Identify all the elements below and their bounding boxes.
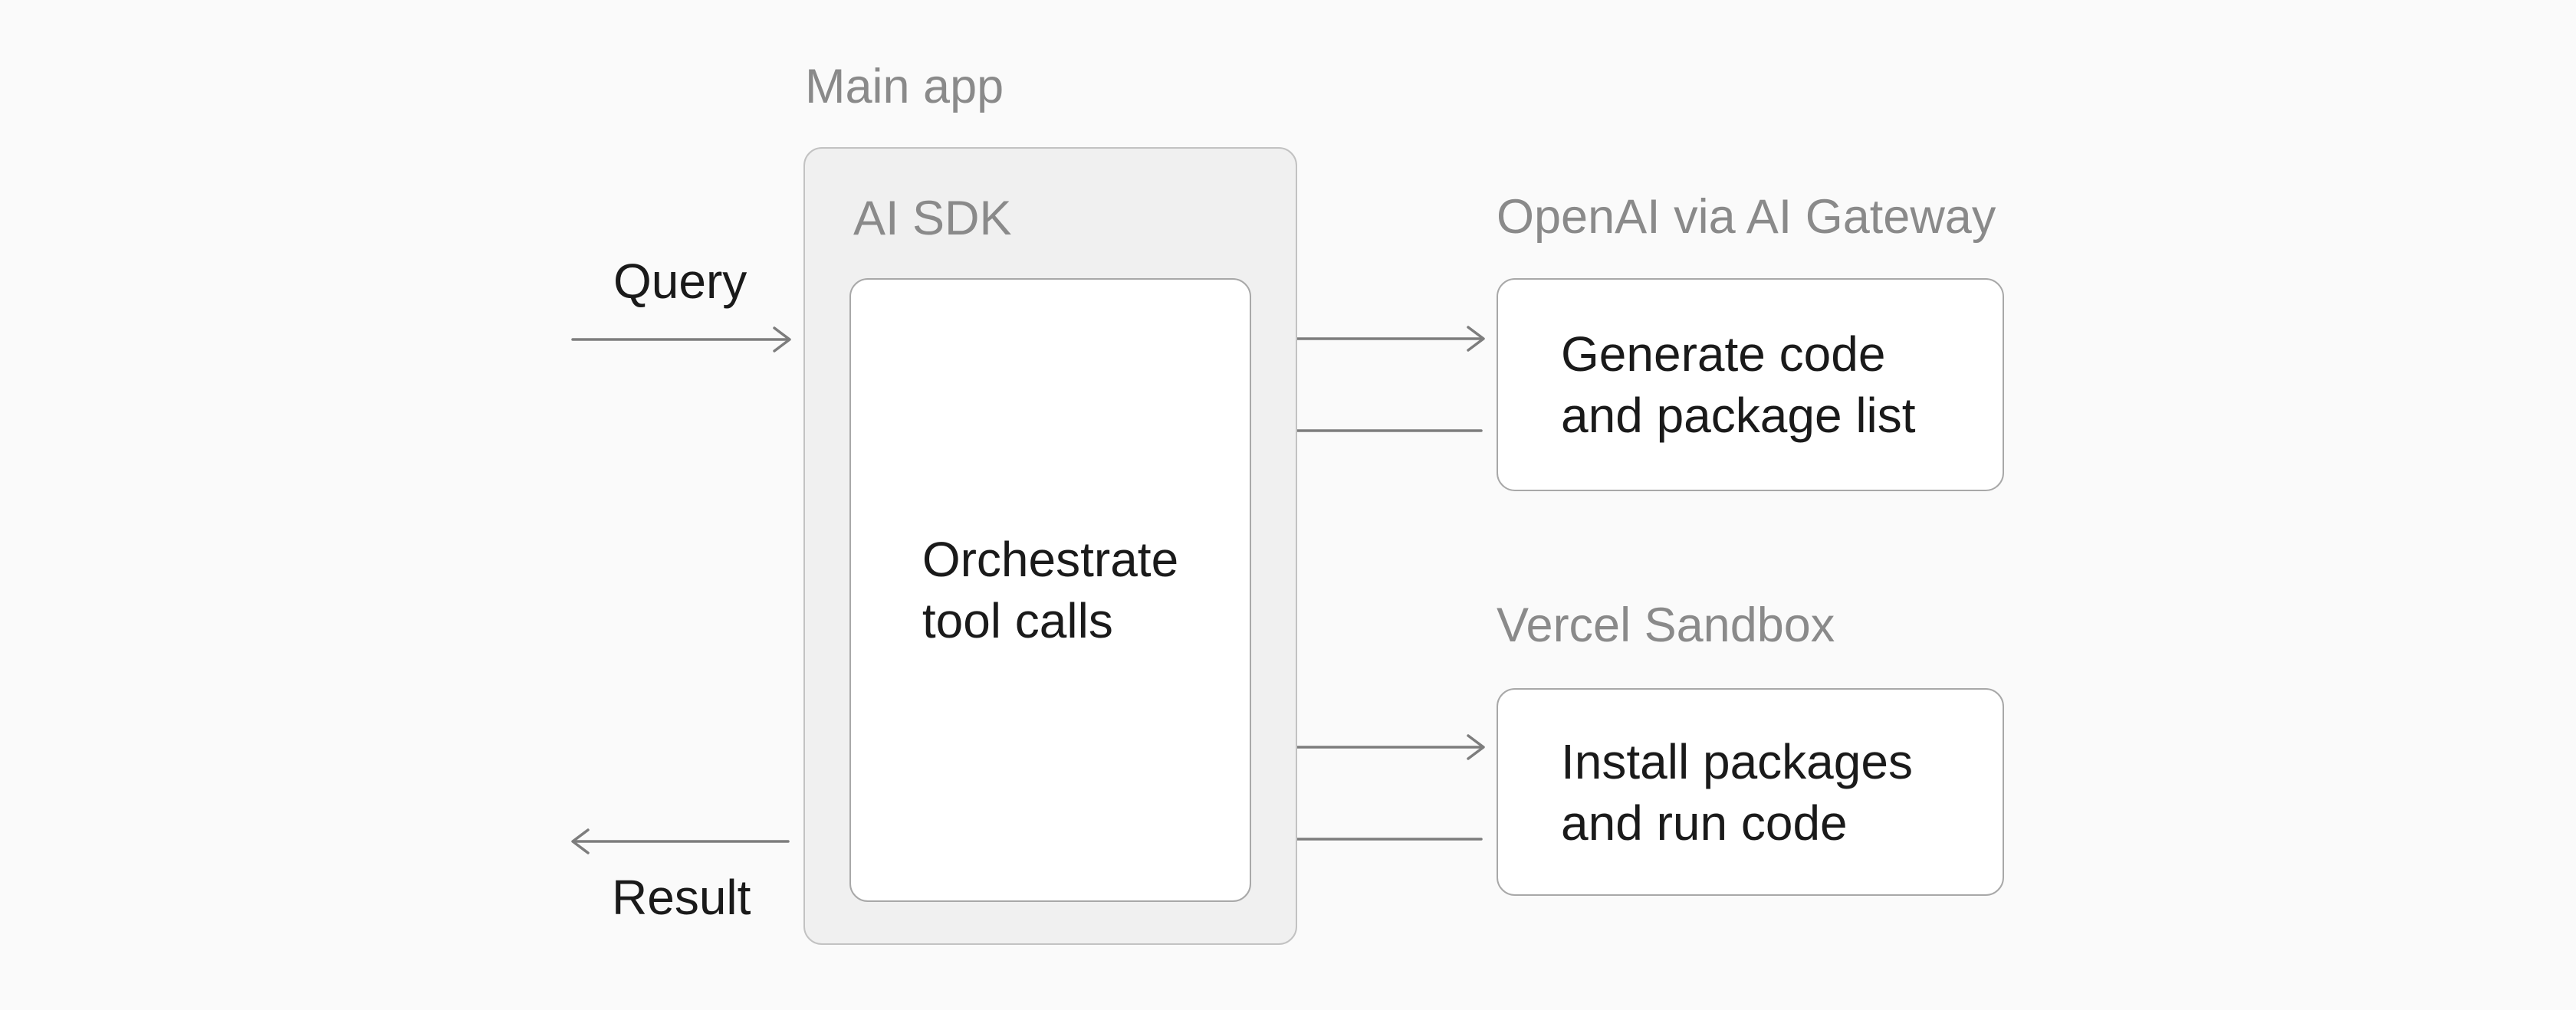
query-label: Query: [613, 254, 748, 309]
generate-code-node: Generate code and package list: [1497, 278, 2004, 491]
generate-code-node-text: Generate code and package list: [1561, 326, 1916, 443]
orchestrate-node: Orchestrate tool calls: [849, 278, 1251, 902]
install-run-node-text: Install packages and run code: [1561, 733, 1913, 851]
main-app-label: Main app: [805, 60, 1004, 113]
vercel-to-sdk-arrow: [1265, 826, 1483, 852]
main-app-group: AI SDK Orchestrate tool calls: [803, 147, 1297, 945]
ai-sdk-label: AI SDK: [853, 192, 1012, 245]
sdk-to-openai-arrow: [1265, 326, 1485, 352]
install-run-node: Install packages and run code: [1497, 688, 2004, 896]
orchestrate-node-text: Orchestrate tool calls: [922, 532, 1179, 648]
result-label: Result: [612, 870, 751, 925]
query-arrow: [571, 326, 791, 353]
sdk-to-vercel-arrow: [1265, 734, 1485, 760]
vercel-sandbox-label: Vercel Sandbox: [1497, 598, 1835, 652]
openai-to-sdk-arrow: [1265, 418, 1483, 444]
openai-gateway-label: OpenAI via AI Gateway: [1497, 190, 1996, 244]
result-arrow: [571, 828, 790, 854]
